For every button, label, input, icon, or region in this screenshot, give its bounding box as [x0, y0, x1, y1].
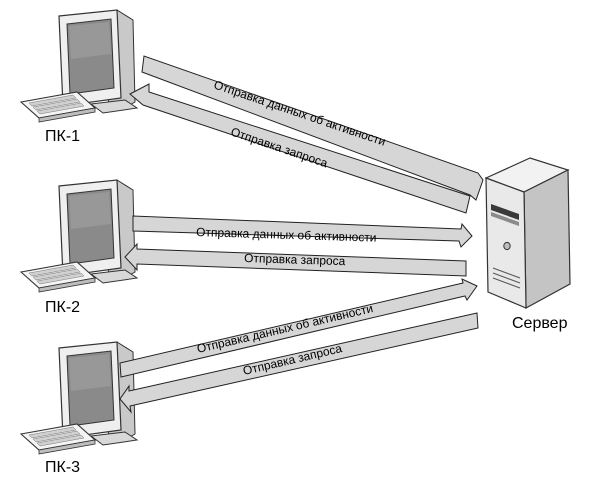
arrows: Отправка данных об активности Отправка з… — [119, 55, 484, 414]
pc-1-label: ПК-1 — [45, 128, 80, 145]
pc-2-label: ПК-2 — [45, 299, 80, 316]
arrow-pc2-to-server: Отправка данных об активности — [132, 215, 473, 248]
computer-icon — [20, 341, 138, 455]
arrow-server-to-pc1: Отправка запроса — [129, 83, 471, 214]
pc-3-label: ПК-3 — [45, 459, 80, 476]
server: Сервер — [484, 157, 571, 332]
arrow-pc1-to-server: Отправка данных об активности — [141, 55, 484, 201]
pc-3: ПК-3 — [20, 341, 138, 476]
arrow-server-to-pc2-label: Отправка запроса — [244, 251, 346, 268]
arrow-pc2-to-server-label: Отправка данных об активности — [196, 225, 377, 245]
server-icon — [484, 157, 571, 310]
arrow-server-to-pc2: Отправка запроса — [124, 242, 467, 277]
server-label: Сервер — [512, 315, 568, 332]
computer-icon — [20, 179, 138, 293]
computer-icon — [20, 9, 138, 123]
pc-2: ПК-2 — [20, 179, 138, 316]
pc-1: ПК-1 — [20, 9, 138, 145]
